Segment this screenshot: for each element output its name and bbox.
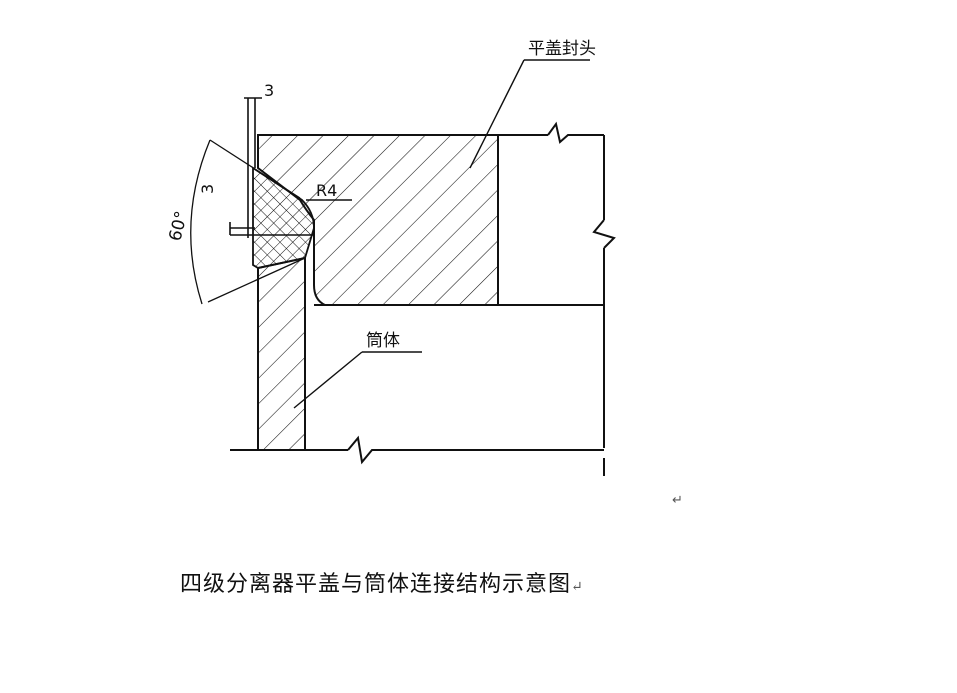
flat-cover-outline <box>314 121 616 476</box>
shell-label: 筒体 <box>366 331 400 351</box>
shell-hatched <box>257 256 306 451</box>
leader-lines <box>293 59 590 409</box>
paragraph-mark: ↵ <box>672 493 683 508</box>
radius-label: R4 <box>316 181 337 200</box>
caption-paragraph-mark: ↵ <box>571 579 584 595</box>
dimension-lines <box>229 97 314 238</box>
shell-bottom-line <box>230 435 604 465</box>
groove-angle-lines <box>190 139 306 305</box>
gap-top-label: 3 <box>264 81 274 100</box>
caption-row: 四级分离器平盖与筒体连接结构示意图↵ <box>180 566 584 598</box>
weld-crosshatched <box>252 166 315 269</box>
flat-cover-label: 平盖封头 <box>528 39 596 59</box>
angle-label: 60° <box>165 209 192 243</box>
figure-caption: 四级分离器平盖与筒体连接结构示意图 <box>180 572 572 597</box>
gap-side-label: 3 <box>198 184 217 194</box>
